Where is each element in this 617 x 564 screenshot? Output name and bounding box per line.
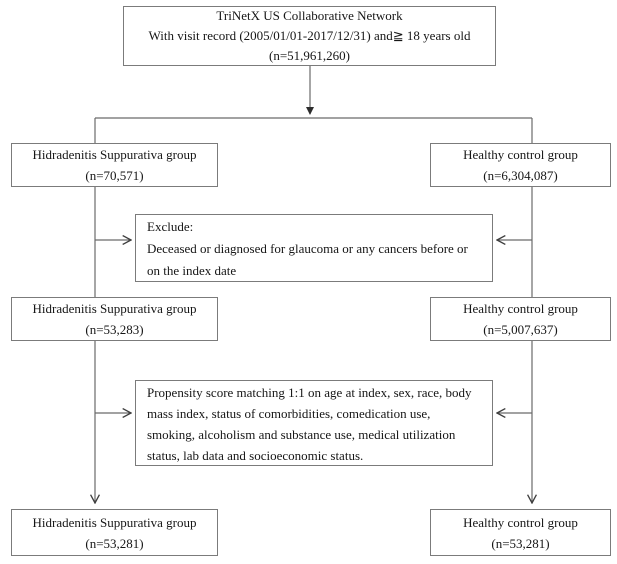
box-title: Hidradenitis Suppurativa group <box>32 147 197 162</box>
matching-text-line: status, lab data and socioeconomic statu… <box>147 448 364 463</box>
box-count: (n=5,007,637) <box>483 322 558 337</box>
source-population-box: TriNetX US Collaborative Network With vi… <box>123 6 496 66</box>
exclusion-criteria-box: Exclude: Deceased or diagnosed for glauc… <box>135 214 493 282</box>
matching-text-line: smoking, alcoholism and substance use, m… <box>147 427 456 442</box>
box-count: (n=53,281) <box>491 535 550 551</box>
hs-group-initial-box: Hidradenitis Suppurativa group (n=70,571… <box>11 143 218 187</box>
control-group-matched-box: Healthy control group (n=53,281) <box>430 509 611 556</box>
box-title: Hidradenitis Suppurativa group <box>32 514 197 530</box>
source-criteria: With visit record (2005/01/01-2017/12/31… <box>148 28 471 43</box>
source-count: (n=51,961,260) <box>269 48 350 63</box>
hs-group-matched-box: Hidradenitis Suppurativa group (n=53,281… <box>11 509 218 556</box>
propensity-matching-box: Propensity score matching 1:1 on age at … <box>135 380 493 466</box>
exclusion-label: Exclude: <box>147 219 194 234</box>
exclusion-text-line: on the index date <box>147 263 237 278</box>
control-group-initial-box: Healthy control group (n=6,304,087) <box>430 143 611 187</box>
box-title: Healthy control group <box>463 514 578 530</box>
box-title: Healthy control group <box>463 301 578 316</box>
hs-group-after-exclusion-box: Hidradenitis Suppurativa group (n=53,283… <box>11 297 218 341</box>
exclusion-text-line: Deceased or diagnosed for glaucoma or an… <box>147 241 468 256</box>
control-group-after-exclusion-box: Healthy control group (n=5,007,637) <box>430 297 611 341</box>
box-count: (n=53,283) <box>85 322 144 337</box>
source-network-name: TriNetX US Collaborative Network <box>216 8 403 23</box>
box-count: (n=53,281) <box>85 535 144 551</box>
box-title: Hidradenitis Suppurativa group <box>32 301 197 316</box>
matching-text-line: Propensity score matching 1:1 on age at … <box>147 385 472 400</box>
box-title: Healthy control group <box>463 147 578 162</box>
box-count: (n=6,304,087) <box>483 168 558 183</box>
box-count: (n=70,571) <box>85 168 144 183</box>
matching-text-line: mass index, status of comorbidities, com… <box>147 406 431 421</box>
